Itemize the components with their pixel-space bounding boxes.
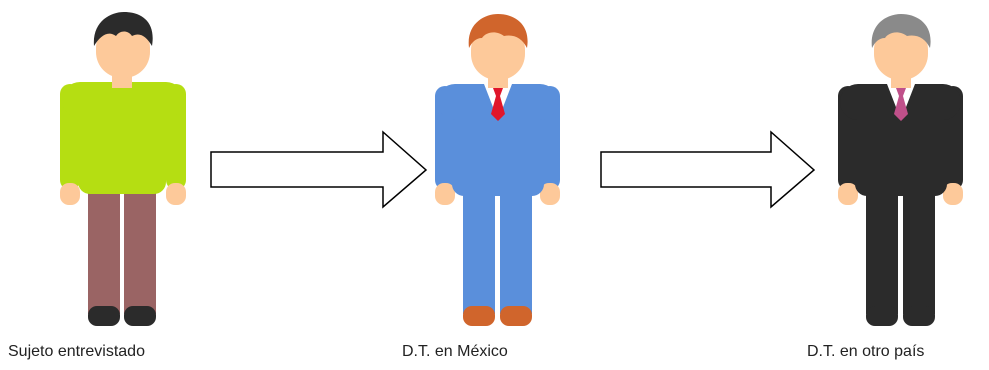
left-leg	[463, 188, 495, 314]
left-shoe	[88, 306, 120, 326]
head	[96, 22, 150, 78]
right-shoe	[500, 306, 532, 326]
necktie	[894, 88, 908, 121]
hair	[871, 14, 931, 48]
right-leg	[124, 188, 156, 314]
left-shoe	[463, 306, 495, 326]
left-leg	[866, 188, 898, 314]
left-hand	[435, 183, 455, 205]
figure-sujeto-entrevistado	[60, 12, 186, 326]
figure-dt-en-otro-pais	[838, 14, 963, 326]
flow-arrow-1	[210, 130, 428, 209]
right-hand	[540, 183, 560, 205]
hair	[93, 12, 153, 46]
left-shoe	[866, 306, 898, 326]
figure-dt-en-mexico	[435, 14, 560, 326]
shirt-shoulders	[62, 82, 184, 118]
right-shoe	[124, 306, 156, 326]
hair	[468, 14, 528, 48]
left-hand	[838, 183, 858, 205]
caption-dt-en-mexico: D.T. en México	[402, 343, 508, 360]
caption-dt-en-otro-pais: D.T. en otro país	[807, 343, 925, 360]
flow-arrow-2	[600, 130, 816, 209]
left-leg	[88, 188, 120, 314]
right-hand	[943, 183, 963, 205]
head	[471, 24, 525, 80]
head	[874, 24, 928, 80]
caption-sujeto-entrevistado: Sujeto entrevistado	[8, 343, 145, 360]
right-leg	[500, 188, 532, 314]
necktie	[491, 88, 505, 121]
left-hand	[60, 183, 80, 205]
right-leg	[903, 188, 935, 314]
right-hand	[166, 183, 186, 205]
right-shoe	[903, 306, 935, 326]
